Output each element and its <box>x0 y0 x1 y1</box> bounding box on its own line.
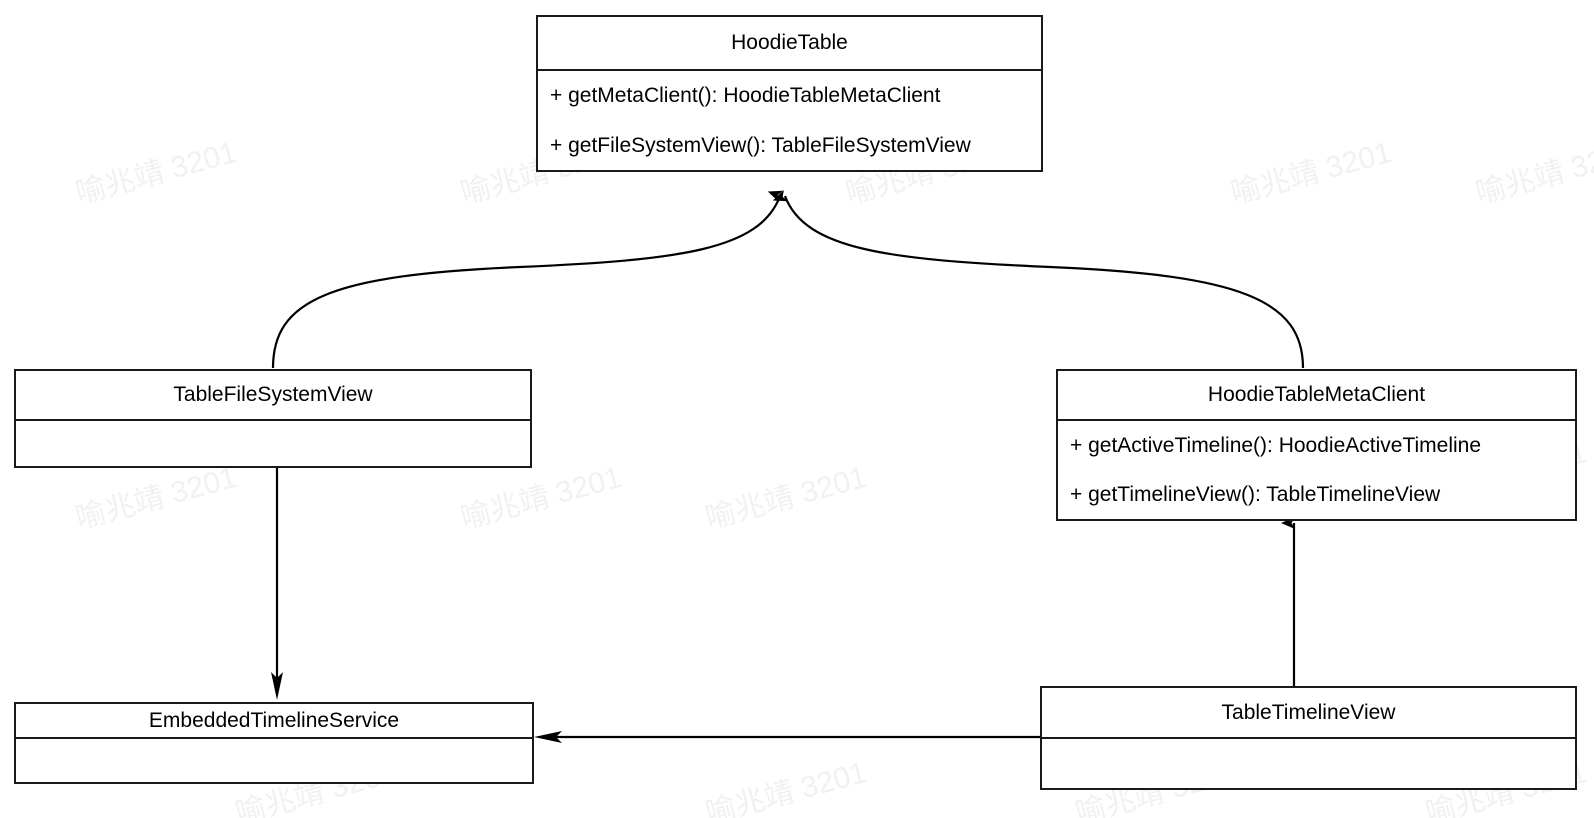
class-box-table-file-system-view[interactable]: TableFileSystemView <box>14 369 532 468</box>
edge-table-file-system-view-to-hoodie-table <box>271 190 784 369</box>
watermark-text: 喻兆靖 3201 <box>72 135 241 211</box>
class-box-embedded-timeline-service[interactable]: EmbeddedTimelineService <box>14 702 534 784</box>
class-name-embedded-timeline-service: EmbeddedTimelineService <box>16 704 532 739</box>
arrowhead-left-embedded-timeline-service <box>534 731 562 743</box>
class-member: + getActiveTimeline(): HoodieActiveTimel… <box>1070 434 1482 457</box>
class-name-hoodie-table-meta-client: HoodieTableMetaClient <box>1058 371 1575 421</box>
class-member: + getTimelineView(): TableTimelineView <box>1070 483 1441 506</box>
edge-hoodie-table-meta-client-to-hoodie-table <box>772 190 1305 369</box>
class-members-hoodie-table-meta-client: + getActiveTimeline(): HoodieActiveTimel… <box>1058 421 1575 519</box>
watermark-text: 喻兆靖 3201 <box>702 755 871 818</box>
arrowhead-down-embedded-timeline-service <box>271 672 283 700</box>
class-member: + getFileSystemView(): TableFileSystemVi… <box>550 133 971 157</box>
class-name-hoodie-table: HoodieTable <box>538 17 1041 71</box>
class-box-hoodie-table-meta-client[interactable]: HoodieTableMetaClient + getActiveTimelin… <box>1056 369 1577 521</box>
class-members-table-timeline-view <box>1042 739 1575 788</box>
class-box-table-timeline-view[interactable]: TableTimelineView <box>1040 686 1577 790</box>
class-members-embedded-timeline-service <box>16 739 532 782</box>
class-name-table-file-system-view: TableFileSystemView <box>16 371 530 421</box>
watermark-text: 喻兆靖 3201 <box>1472 135 1594 211</box>
watermark-text: 喻兆靖 3201 <box>702 460 871 536</box>
class-box-hoodie-table[interactable]: HoodieTable + getMetaClient(): HoodieTab… <box>536 15 1043 172</box>
class-members-table-file-system-view <box>16 421 530 466</box>
class-member: + getMetaClient(): HoodieTableMetaClient <box>550 84 941 107</box>
class-members-hoodie-table: + getMetaClient(): HoodieTableMetaClient… <box>538 71 1041 170</box>
class-name-table-timeline-view: TableTimelineView <box>1042 688 1575 739</box>
watermark-text: 喻兆靖 3201 <box>1227 135 1396 211</box>
